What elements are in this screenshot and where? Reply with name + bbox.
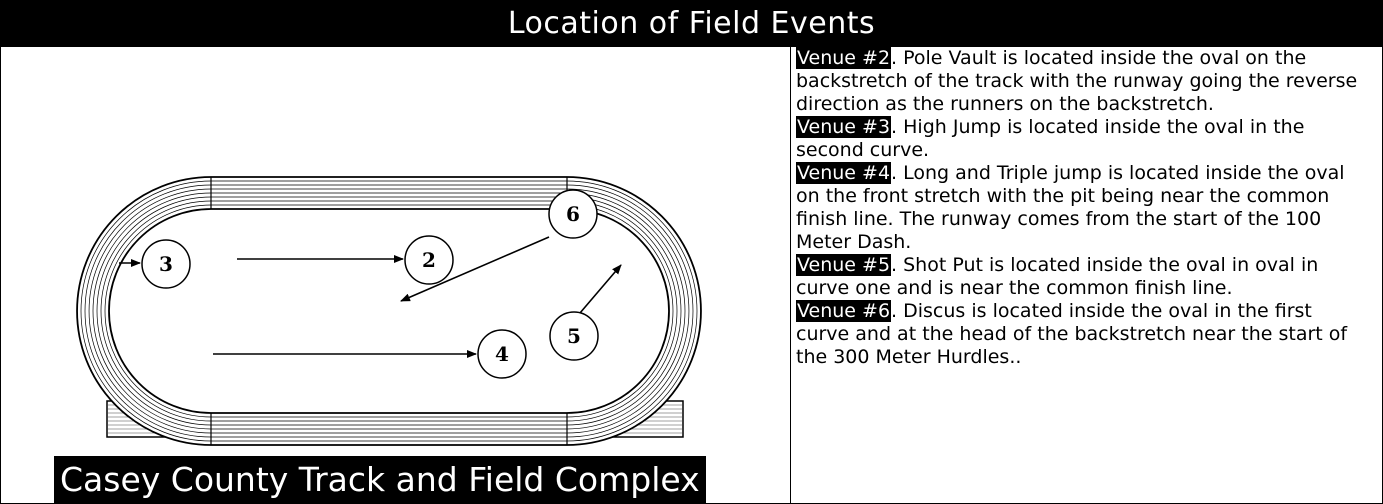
marker-4-label: 4 xyxy=(495,342,509,366)
marker-6: 6 xyxy=(548,189,598,239)
venue-2-tag: Venue #2 xyxy=(796,47,892,69)
marker-2-label: 2 xyxy=(422,248,436,272)
venue-4-text: . Long and Triple jump is located inside… xyxy=(796,162,1345,253)
marker-5-label: 5 xyxy=(567,324,581,348)
venue-6-text: . Discus is located inside the oval in t… xyxy=(796,300,1348,368)
arrow-venue-6 xyxy=(400,236,550,302)
track-diagram-panel: 2 3 4 5 6 Casey County Track and Field C… xyxy=(1,47,790,503)
marker-4: 4 xyxy=(477,329,527,379)
marker-5: 5 xyxy=(549,311,599,361)
venue-2-description: Venue #2. Pole Vault is located inside t… xyxy=(796,47,1368,116)
venue-3-tag: Venue #3 xyxy=(796,116,892,138)
venue-3-text: . High Jump is located inside the oval i… xyxy=(796,116,1305,161)
venue-5-tag: Venue #5 xyxy=(796,254,892,276)
track-diagram: 2 3 4 5 6 xyxy=(76,176,702,446)
venue-descriptions: Venue #2. Pole Vault is located inside t… xyxy=(796,47,1368,503)
complex-caption: Casey County Track and Field Complex xyxy=(54,456,706,503)
venue-6-tag: Venue #6 xyxy=(796,300,892,322)
arrows xyxy=(119,236,622,358)
marker-3-label: 3 xyxy=(159,252,173,276)
venue-5-text: . Shot Put is located inside the oval in… xyxy=(796,254,1319,299)
marker-2: 2 xyxy=(404,235,454,285)
column-divider xyxy=(790,47,791,503)
marker-3: 3 xyxy=(141,239,191,289)
venue-6-description: Venue #6. Discus is located inside the o… xyxy=(796,300,1368,369)
venue-4-description: Venue #4. Long and Triple jump is locate… xyxy=(796,162,1368,254)
marker-6-label: 6 xyxy=(566,202,580,226)
venue-4-tag: Venue #4 xyxy=(796,162,892,184)
venue-3-description: Venue #3. High Jump is located inside th… xyxy=(796,116,1368,162)
arrow-venue-5 xyxy=(573,264,622,321)
track-lanes xyxy=(76,176,702,446)
venue-2-text: . Pole Vault is located inside the oval … xyxy=(796,47,1358,115)
page-title: Location of Field Events xyxy=(1,1,1382,47)
venue-5-description: Venue #5. Shot Put is located inside the… xyxy=(796,254,1368,300)
